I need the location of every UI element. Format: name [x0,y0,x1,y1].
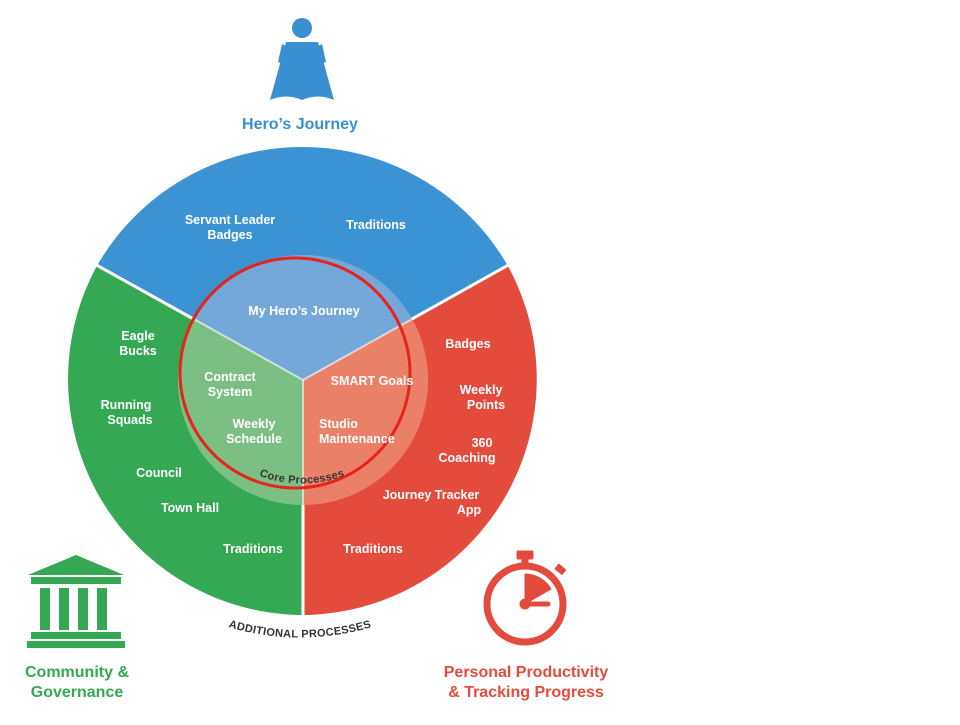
community-heading-line1: Community & [25,664,129,681]
green-traditions-label: Traditions [223,542,283,556]
stopwatch-icon [483,550,567,646]
core-green-sector [177,319,303,506]
studio-maintenance-label: Studio [319,417,358,431]
coaching-label-2: Coaching [439,451,496,465]
heros-journey-heading: Hero’s Journey [242,116,358,133]
community-heading-line2: Governance [31,684,124,701]
running-squads-label: Running [101,398,152,412]
weekly-points-label: Weekly [460,383,503,397]
weekly-schedule-label: Weekly [233,417,276,431]
red-traditions-label: Traditions [343,542,403,556]
town-hall-label: Town Hall [161,501,219,515]
weekly-points-label-2: Points [467,398,505,412]
studio-maintenance-label-2: Maintenance [319,432,395,446]
journey-tracker-label: Journey Tracker [383,488,480,502]
weekly-schedule-label-2: Schedule [226,432,282,446]
my-heros-journey-label: My Hero’s Journey [248,304,359,318]
core-red-sector [303,319,429,506]
contract-system-label-2: System [208,385,252,399]
additional-processes-label: ADDITIONAL PROCESSES [227,618,372,640]
productivity-heading-line2: & Tracking Progress [448,684,604,701]
superhero-cape-icon [270,18,334,100]
contract-system-label: Contract [204,370,256,384]
blue-traditions-label: Traditions [346,218,406,232]
smart-goals-label: SMART Goals [331,374,414,388]
servant-leader-label: Servant Leader [185,213,275,227]
eagle-bucks-label-2: Bucks [119,344,157,358]
journey-tracker-label-2: App [457,503,482,517]
productivity-heading-line1: Personal Productivity [444,664,609,681]
eagle-bucks-label: Eagle [121,329,154,343]
government-building-icon [27,555,125,648]
council-label: Council [136,466,182,480]
running-squads-label-2: Squads [107,413,152,427]
coaching-label: 360 [472,436,493,450]
core-highlight-ring [178,256,412,490]
servant-leader-label-2: Badges [207,228,252,242]
core-dividers [193,318,413,505]
badges-label: Badges [445,337,490,351]
